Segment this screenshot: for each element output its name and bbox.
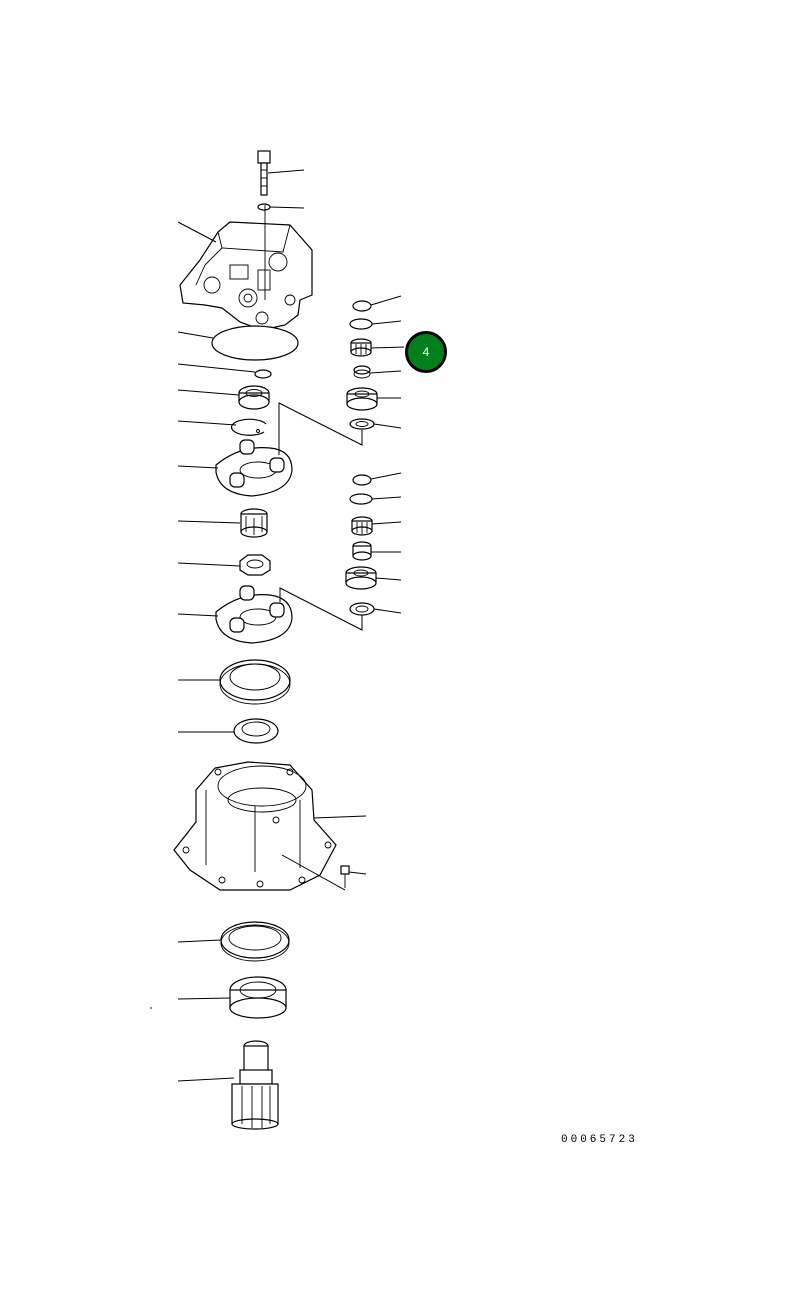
part-bolt[interactable] (257, 150, 271, 196)
leader-snap-ring (177, 420, 237, 426)
part-thrust-washer-r2[interactable] (349, 602, 375, 616)
part-cover[interactable] (220, 921, 290, 962)
leader-ring-r2 (370, 472, 402, 480)
part-washer-r1[interactable] (349, 318, 373, 330)
part-ring-r2[interactable] (352, 474, 372, 486)
leader-bolt (267, 169, 305, 174)
part-collar-r1[interactable] (353, 365, 371, 379)
assembly-line-2 (279, 587, 363, 631)
part-bearing-large[interactable] (219, 659, 291, 705)
part-gasket[interactable] (211, 325, 299, 361)
leader-sun-gear-1 (177, 520, 241, 524)
leader-collar-r1 (369, 370, 402, 374)
assembly-line-1 (278, 402, 363, 455)
part-thrust-washer[interactable] (239, 554, 271, 576)
leader-washer-top (269, 206, 305, 209)
leader-planet-carrier-2 (177, 613, 219, 617)
part-plug[interactable] (340, 865, 350, 888)
part-ring-small[interactable] (254, 369, 272, 379)
part-ring-r1[interactable] (352, 300, 372, 312)
leader-thrust-washer (177, 562, 241, 567)
part-planet-carrier-2[interactable] (215, 585, 293, 644)
callout-badge[interactable]: 4 (405, 331, 447, 373)
assembly-line-plug (281, 854, 346, 891)
part-pinion-shaft[interactable] (231, 1040, 279, 1130)
leader-needle-bearing-r2 (371, 521, 402, 525)
part-needle-bearing-r2[interactable] (351, 516, 373, 536)
part-washer-r2[interactable] (349, 493, 373, 505)
part-bearing-upper[interactable] (238, 385, 270, 410)
leader-thrust-washer-r2 (373, 608, 402, 614)
leader-washer-r1 (371, 320, 402, 325)
leader-needle-bearing-r1 (370, 346, 405, 349)
leader-planet-carrier-1 (177, 465, 219, 469)
leader-bearing-lower (177, 997, 231, 1000)
part-seal[interactable] (233, 718, 279, 744)
part-gear-r1[interactable] (346, 387, 378, 411)
part-housing[interactable] (173, 761, 337, 891)
part-bearing-lower[interactable] (229, 976, 287, 1019)
leader-motor (177, 221, 217, 243)
leader-bearing-upper (177, 389, 240, 396)
leader-ring-r1 (370, 295, 402, 306)
leader-cover (177, 939, 222, 943)
part-snap-ring[interactable] (230, 418, 267, 436)
leader-washer-r2 (371, 496, 402, 500)
leader-plug (348, 871, 367, 875)
leader-housing (313, 815, 367, 819)
part-gear-r2[interactable] (345, 566, 377, 590)
leader-ring-small (177, 363, 256, 373)
leader-gear-r2 (375, 577, 402, 581)
part-washer-top[interactable] (257, 203, 271, 211)
part-planet-carrier-1[interactable] (215, 439, 293, 497)
part-sun-gear-1[interactable] (240, 508, 268, 538)
leader-gasket (177, 331, 214, 339)
part-collar-r2[interactable] (352, 541, 372, 561)
part-needle-bearing-r1[interactable] (350, 338, 372, 357)
leader-pinion-shaft (177, 1077, 235, 1082)
leader-thrust-washer-r1 (373, 423, 402, 429)
part-hydraulic-motor[interactable] (179, 205, 313, 331)
part-thrust-washer-r1[interactable] (349, 418, 375, 430)
drawing-number: 00065723 (561, 1134, 638, 1146)
